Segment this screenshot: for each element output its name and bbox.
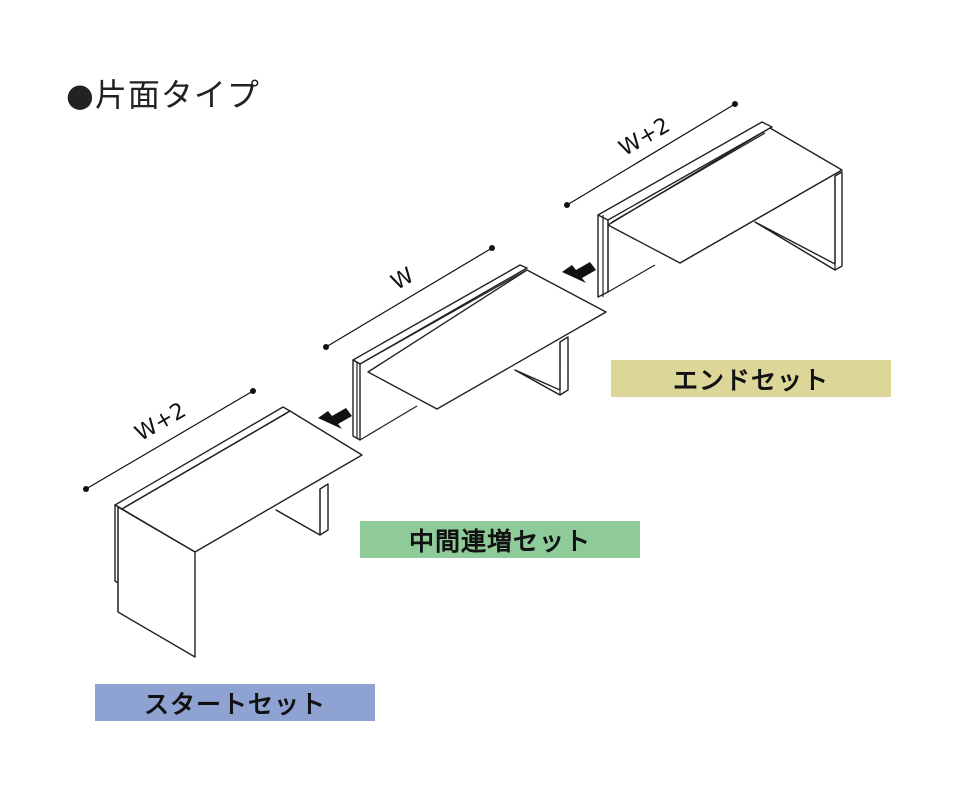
arrow-icon [318, 408, 352, 429]
end-set-desk [597, 121, 843, 298]
end-desk-top-rail [597, 121, 773, 221]
start-set-desk [114, 406, 363, 658]
end-dimension-text: W+2 [615, 113, 674, 162]
middle-dimension-text: W [387, 263, 419, 296]
page-title: ●片面タイプ [66, 76, 260, 114]
middle-set-desk [352, 264, 607, 441]
start-set-label: スタートセット [95, 684, 375, 721]
arrow-icon [562, 262, 596, 283]
middle-set-label: 中間連増セット [360, 521, 640, 558]
start-dimension-text: W+2 [131, 398, 190, 447]
mid-desk-top [367, 269, 607, 410]
end-set-label: エンドセット [611, 360, 891, 397]
